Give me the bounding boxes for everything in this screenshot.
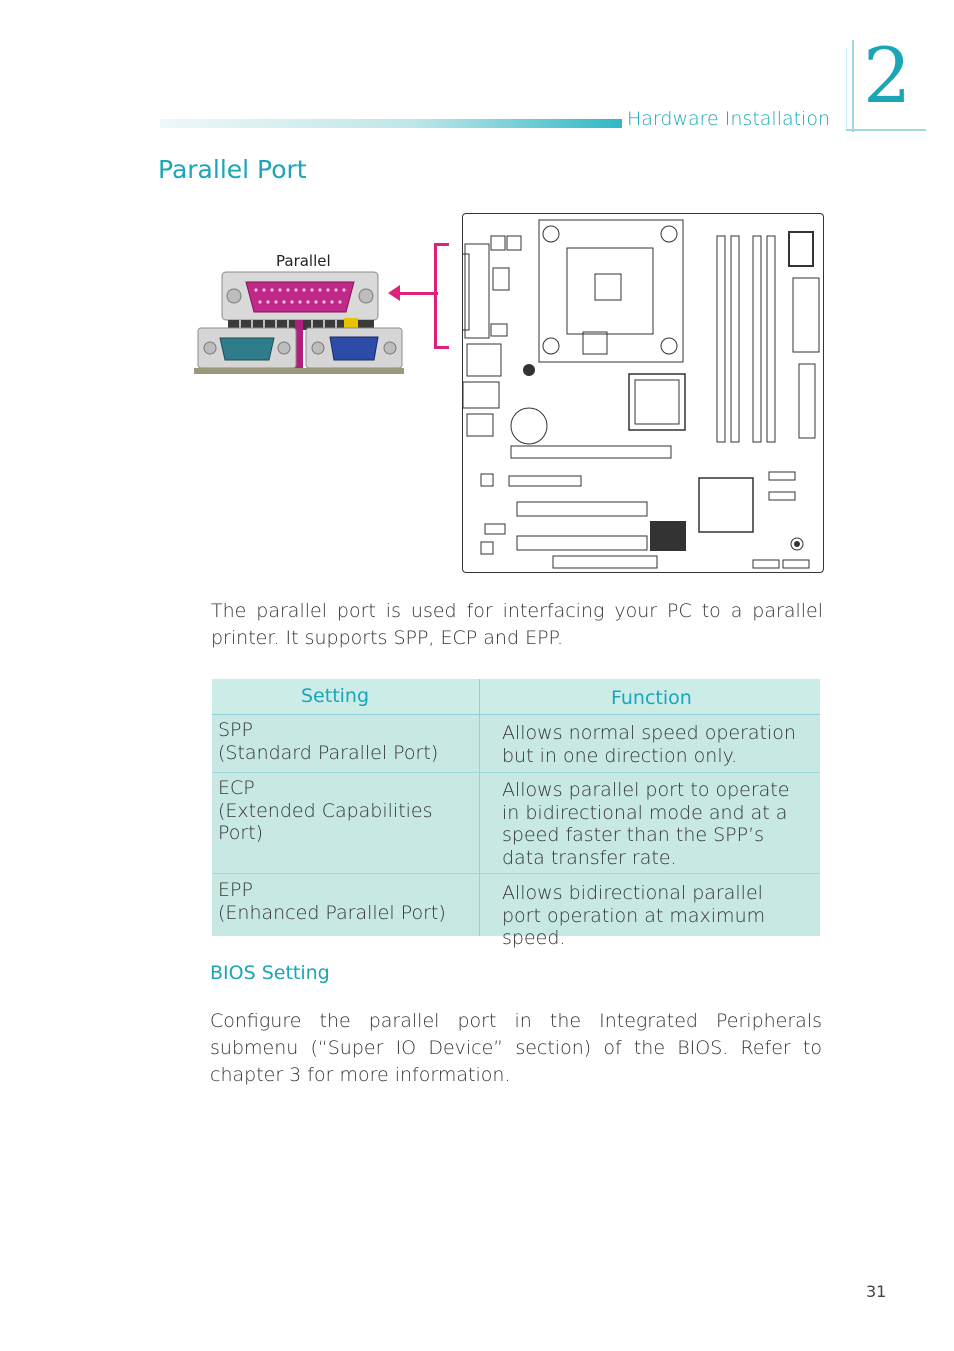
io-connector-illustration (194, 271, 404, 374)
pointer-arrow-icon (388, 285, 400, 301)
section-header: Hardware Installation (627, 108, 831, 130)
connector-label: Parallel (276, 252, 331, 270)
setting-name: (Extended Capabilities Port) (218, 799, 433, 845)
chapter-tab-shadow (846, 48, 847, 130)
setting-code: SPP (218, 719, 253, 741)
chapter-tab-line-horizontal (846, 129, 926, 131)
row-divider (212, 772, 820, 773)
highlight-bracket (434, 243, 449, 349)
bios-setting-heading: BIOS Setting (210, 962, 330, 984)
table-row: SPP (Standard Parallel Port) (218, 719, 473, 764)
intro-paragraph: The parallel port is used for interfacin… (211, 600, 823, 649)
chapter-number: 2 (863, 31, 912, 120)
page-title: Parallel Port (158, 155, 307, 184)
table-row: ECP (Extended Capabilities Port) (218, 777, 473, 845)
column-divider (479, 679, 480, 936)
pointer-arrow-line (398, 292, 438, 295)
page-number: 31 (866, 1282, 887, 1301)
table-header-row (212, 679, 820, 715)
settings-table: Setting Function SPP (Standard Parallel … (212, 679, 820, 949)
function-text: Allows parallel port to operate in bidir… (502, 779, 790, 869)
function-text: Allows bidirectional parallel port opera… (502, 882, 766, 949)
setting-code: ECP (218, 777, 255, 799)
row-divider (212, 873, 820, 874)
setting-code: EPP (218, 879, 253, 901)
chapter-tab-line-vertical (852, 40, 854, 132)
motherboard-diagram (456, 213, 824, 573)
header-setting: Setting (301, 685, 370, 707)
setting-name: (Standard Parallel Port) (218, 741, 439, 764)
bios-paragraph: Configure the parallel port in the Integ… (210, 1010, 822, 1086)
function-text: Allows normal speed operation but in one… (502, 722, 796, 767)
setting-name: (Enhanced Parallel Port) (218, 901, 446, 924)
header-rule (160, 119, 622, 128)
motherboard-layout-drawing (456, 219, 820, 569)
header-function: Function (611, 687, 692, 709)
table-row: EPP (Enhanced Parallel Port) (218, 879, 473, 924)
